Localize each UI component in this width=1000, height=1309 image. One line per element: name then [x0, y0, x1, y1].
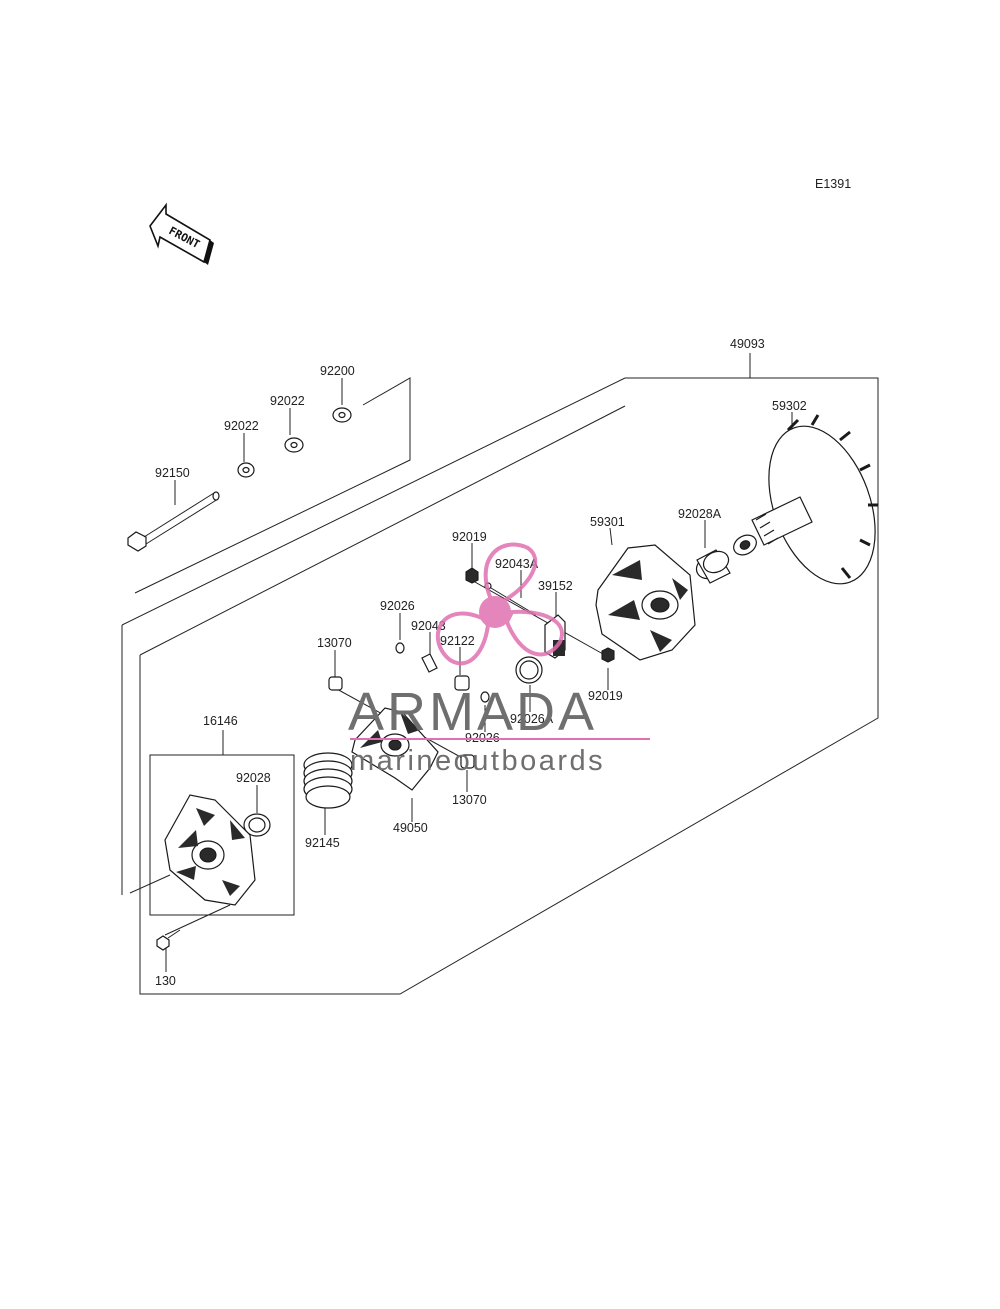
washer-92200-icon: [332, 407, 352, 423]
front-arrow-icon: FRONT: [149, 202, 214, 265]
label-92026A: 92026A: [510, 712, 554, 726]
bolt-92150-icon: [127, 491, 220, 552]
oring-92026A-icon: [515, 656, 543, 684]
label-49050: 49050: [393, 821, 428, 835]
bushing-13070-icon: [328, 676, 343, 691]
bushing-13070-second-icon: [460, 754, 475, 769]
bushing-92028-icon: [243, 813, 271, 837]
label-92028: 92028: [236, 771, 271, 785]
nut-92019-icon: [465, 567, 479, 584]
leader-lines: [121, 353, 879, 995]
label-92028A: 92028A: [678, 507, 722, 521]
label-92122: 92122: [440, 634, 475, 648]
diagram-code: E1391: [815, 177, 851, 191]
label-92150: 92150: [155, 466, 190, 480]
movable-sheave-59301-icon: [595, 544, 696, 661]
collar-92026-second-icon: [480, 691, 490, 703]
label-92026-top: 92026: [380, 599, 415, 613]
label-49093: 49093: [730, 337, 765, 351]
cover-16146-icon: [164, 794, 256, 906]
bolt-130-icon: [156, 929, 181, 951]
label-13070-bottom: 13070: [452, 793, 487, 807]
bushing-92028A-icon: [695, 549, 731, 584]
part-labels: 49093 59302 92200 92022 92022 92150 9202…: [155, 337, 807, 988]
label-13070-top: 13070: [317, 636, 352, 650]
label-92043A: 92043A: [495, 557, 539, 571]
watermark-subtitle: marineoutboards: [350, 745, 605, 777]
label-92022-upper: 92022: [270, 394, 305, 408]
label-130: 130: [155, 974, 176, 988]
label-92019-top: 92019: [452, 530, 487, 544]
label-39152: 39152: [538, 579, 573, 593]
washer-92022-second-icon: [237, 462, 255, 478]
fixed-sheave-59302-icon: [733, 414, 878, 585]
spring-92145-icon: [303, 752, 353, 809]
washer-92022-icon: [284, 437, 304, 453]
propeller-logo-icon: [435, 542, 564, 666]
label-92145: 92145: [305, 836, 340, 850]
label-59301: 59301: [590, 515, 625, 529]
label-59302: 59302: [772, 399, 807, 413]
nut-92019-second-icon: [601, 647, 615, 663]
label-92200: 92200: [320, 364, 355, 378]
collar-92026-icon: [395, 642, 405, 654]
label-92019-bottom: 92019: [588, 689, 623, 703]
label-16146: 16146: [203, 714, 238, 728]
roller-92122-icon: [454, 675, 470, 691]
watermark-title: ARMADA: [348, 682, 597, 742]
pin-92043-icon: [421, 653, 438, 673]
watermark: ARMADA marineoutboards: [348, 542, 650, 777]
label-92022-lower: 92022: [224, 419, 259, 433]
